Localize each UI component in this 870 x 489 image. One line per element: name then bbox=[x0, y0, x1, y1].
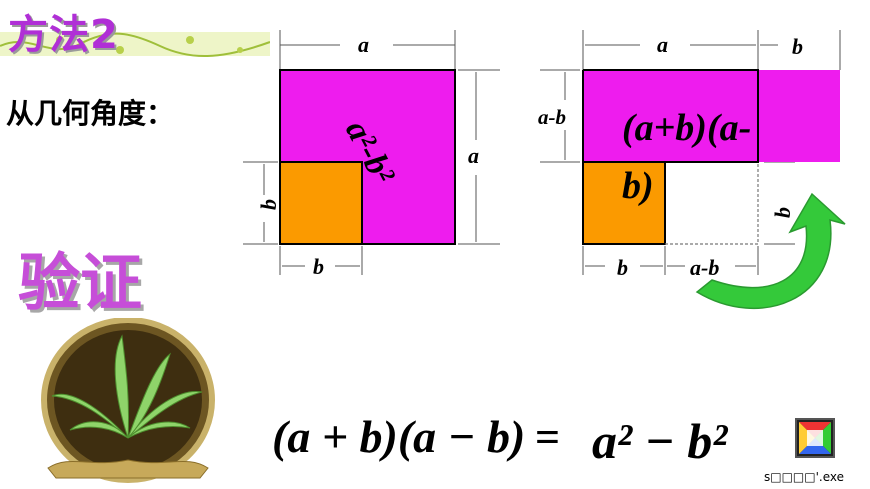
right-label-top-b: b bbox=[792, 34, 803, 59]
left-label-bottom-b: b bbox=[313, 254, 324, 279]
left-label-top-a: a bbox=[358, 32, 369, 57]
right-label-bottom-amb: a-b bbox=[690, 255, 719, 280]
formula-lhs: (a + b)(a − b) bbox=[272, 411, 526, 462]
right-diagram: a b a-b b a-b b (a+b)(a- b) bbox=[538, 30, 846, 310]
left-label-side-b: b bbox=[256, 199, 281, 210]
left-orange-square bbox=[279, 161, 363, 245]
desktop-exe-icon[interactable] bbox=[795, 418, 835, 458]
right-label-top-a: a bbox=[657, 32, 668, 57]
left-diagram: a a b b a²-b² bbox=[243, 30, 500, 279]
right-label-side-b: b bbox=[770, 207, 795, 218]
right-label-left-amb: a-b bbox=[538, 105, 566, 129]
plant-ornament-image bbox=[41, 318, 215, 483]
vine-decoration bbox=[0, 32, 270, 58]
exe-icon bbox=[795, 418, 835, 458]
verify-heading: 验证 bbox=[18, 246, 143, 319]
formula-rhs: a² − b² bbox=[592, 413, 728, 469]
slide-title: 方法2 bbox=[8, 12, 119, 58]
right-orange-square bbox=[582, 161, 666, 245]
right-magenta-rect bbox=[583, 70, 840, 162]
left-label-right-a: a bbox=[468, 143, 479, 168]
right-area-text-line1: (a+b)(a- bbox=[622, 107, 751, 149]
slide-subtitle: 从几何角度： bbox=[6, 97, 175, 130]
desktop-exe-label[interactable]: s□□□□'.exe bbox=[764, 470, 845, 484]
rotate-arrow-icon bbox=[695, 192, 846, 310]
right-label-bottom-b: b bbox=[617, 255, 628, 280]
formula-equals: = bbox=[535, 413, 561, 462]
right-area-text-line2: b) bbox=[622, 165, 654, 207]
